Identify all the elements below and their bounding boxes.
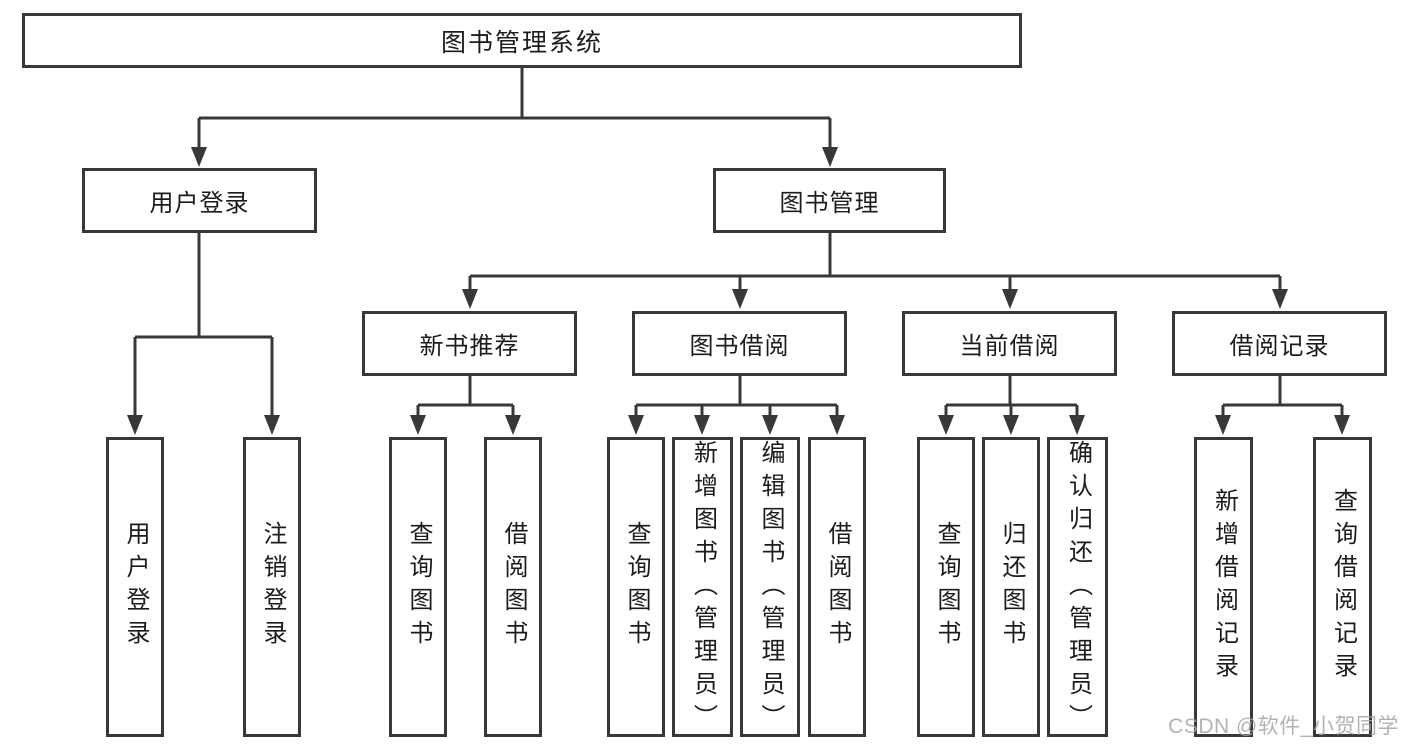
node-book-borrowing-label: 图书借阅 — [689, 333, 790, 360]
node-borrowing-records: 借阅记录 — [1172, 311, 1387, 376]
node-add-borrow-record: 新增借阅记录 — [1194, 437, 1253, 737]
node-new-book-recommendation-label: 新书推荐 — [419, 333, 520, 360]
node-book-borrowing: 图书借阅 — [632, 311, 847, 376]
node-add-books-admin: 新增图书（管理员） — [672, 437, 733, 737]
node-query-books-borrowing-label: 查询图书 — [623, 521, 650, 653]
node-query-borrow-record-label: 查询借阅记录 — [1329, 488, 1357, 686]
node-borrow-books-borrowing-label: 借阅图书 — [824, 521, 851, 653]
node-current-borrowing-label: 当前借阅 — [959, 333, 1060, 360]
node-add-borrow-record-label: 新增借阅记录 — [1210, 488, 1238, 686]
node-query-borrow-record: 查询借阅记录 — [1313, 437, 1372, 737]
node-query-books-borrowing: 查询图书 — [607, 437, 665, 737]
node-user-login-leaf: 用户登录 — [106, 437, 164, 737]
node-user-login: 用户登录 — [82, 168, 317, 233]
node-logout-login: 注销登录 — [243, 437, 301, 737]
node-query-books-current: 查询图书 — [917, 437, 975, 737]
node-system-root: 图书管理系统 — [22, 13, 1022, 68]
node-system-root-label: 图书管理系统 — [440, 28, 603, 57]
node-confirm-return-admin-label: 确认归还（管理员） — [1064, 440, 1092, 737]
arrowheads — [127, 147, 1350, 435]
node-edit-books-admin: 编辑图书（管理员） — [740, 437, 800, 737]
node-borrow-books-recommend: 借阅图书 — [484, 437, 542, 737]
node-query-books-recommend-label: 查询图书 — [405, 521, 432, 653]
node-return-books: 归还图书 — [982, 437, 1040, 737]
node-borrow-books-recommend-label: 借阅图书 — [500, 521, 527, 653]
node-borrowing-records-label: 借阅记录 — [1229, 333, 1330, 360]
node-current-borrowing: 当前借阅 — [902, 311, 1117, 376]
node-user-login-leaf-label: 用户登录 — [122, 521, 149, 653]
connector-paths — [133, 68, 1344, 418]
node-logout-login-label: 注销登录 — [259, 521, 286, 653]
node-add-books-admin-label: 新增图书（管理员） — [689, 440, 717, 737]
node-book-management: 图书管理 — [713, 168, 946, 233]
node-query-books-current-label: 查询图书 — [933, 521, 960, 653]
node-confirm-return-admin: 确认归还（管理员） — [1047, 437, 1108, 737]
node-edit-books-admin-label: 编辑图书（管理员） — [757, 440, 784, 737]
csdn-watermark: CSDN @软件_小贺同学 — [1168, 715, 1399, 738]
node-book-management-label: 图书管理 — [779, 190, 880, 217]
node-query-books-recommend: 查询图书 — [389, 437, 447, 737]
node-new-book-recommendation: 新书推荐 — [362, 311, 577, 376]
node-borrow-books-borrowing: 借阅图书 — [808, 437, 866, 737]
node-return-books-label: 归还图书 — [998, 521, 1025, 653]
node-user-login-label: 用户登录 — [149, 190, 250, 217]
